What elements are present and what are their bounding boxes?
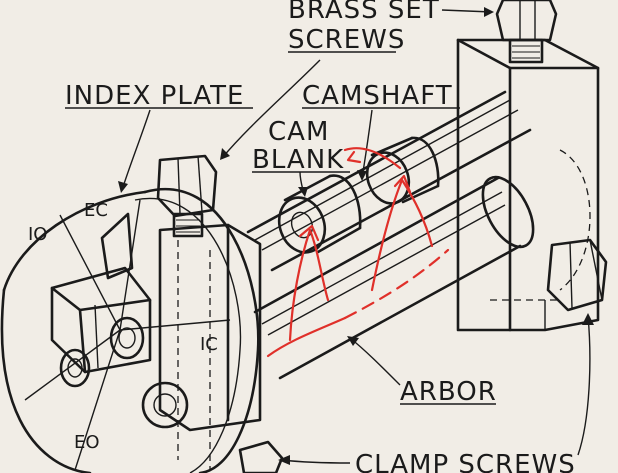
- right-brass-set-screw: [495, 0, 558, 64]
- clamp-screws-label: CLAMP SCREWS: [355, 450, 576, 473]
- cam-blank-left: [277, 174, 362, 254]
- cam-blank-label-line2: BLANK: [252, 145, 344, 175]
- arbor-label: ARBOR: [400, 377, 497, 407]
- index-pawl: [50, 212, 152, 388]
- index-mark-ec: EC: [84, 200, 108, 221]
- index-plate-label: INDEX PLATE: [65, 81, 244, 111]
- index-mark-eo: EO: [74, 432, 100, 453]
- brass-set-screws-label-line1: BRASS SET: [288, 0, 440, 25]
- brass-set-screws-label-line2: SCREWS: [288, 25, 405, 55]
- index-mark-ic: IC: [200, 334, 218, 355]
- cam-blank-label-line1: CAM: [268, 117, 329, 147]
- red-annotation-marks: [266, 147, 450, 358]
- right-support-block: [456, 38, 600, 332]
- bottom-clamp-screw: [141, 381, 284, 473]
- right-clamp-screw: [546, 238, 608, 312]
- index-mark-io: IO: [28, 224, 47, 245]
- leader-lines: [118, 7, 594, 465]
- camshaft-label: CAMSHAFT: [302, 81, 453, 111]
- index-plate: [0, 188, 260, 473]
- left-brass-set-screw: [156, 154, 218, 238]
